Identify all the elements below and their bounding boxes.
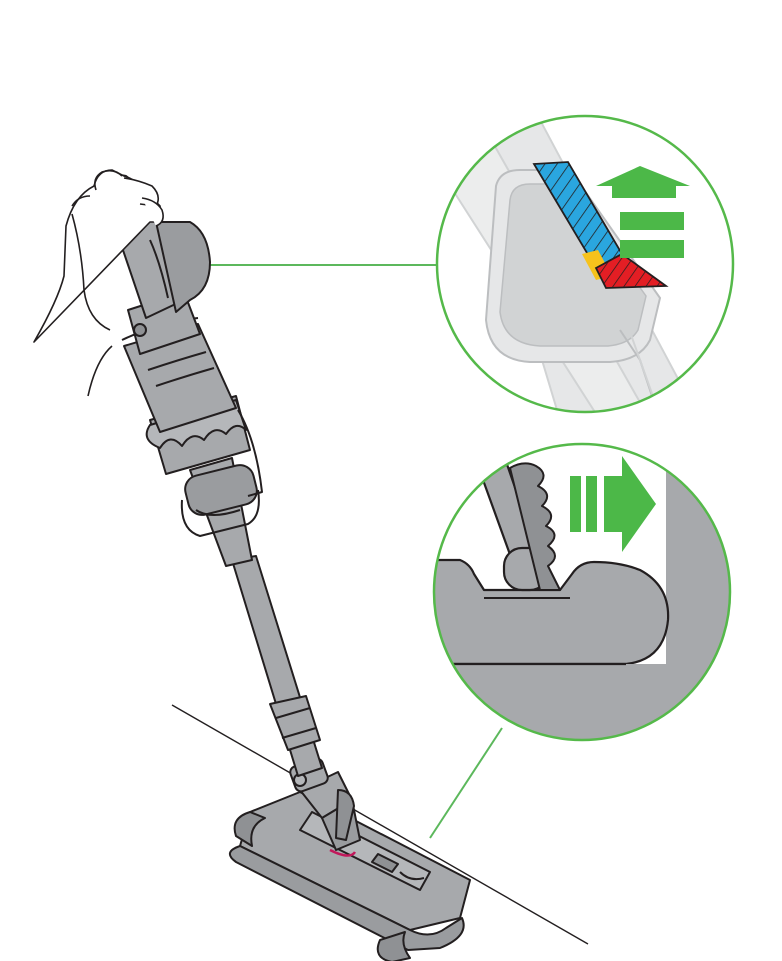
floor-line [171, 704, 589, 945]
power-gauge [532, 161, 669, 289]
hand-outline [33, 169, 164, 397]
wand-tube [231, 555, 323, 777]
arrow-up-icon [596, 166, 690, 258]
arrow-right-icon [570, 456, 656, 552]
callout-zoom-floorhead-neck [432, 442, 732, 742]
vacuum-body [121, 291, 263, 567]
callout-leader-bottom [429, 727, 503, 839]
callout-zoom-power-gauge [435, 114, 735, 414]
